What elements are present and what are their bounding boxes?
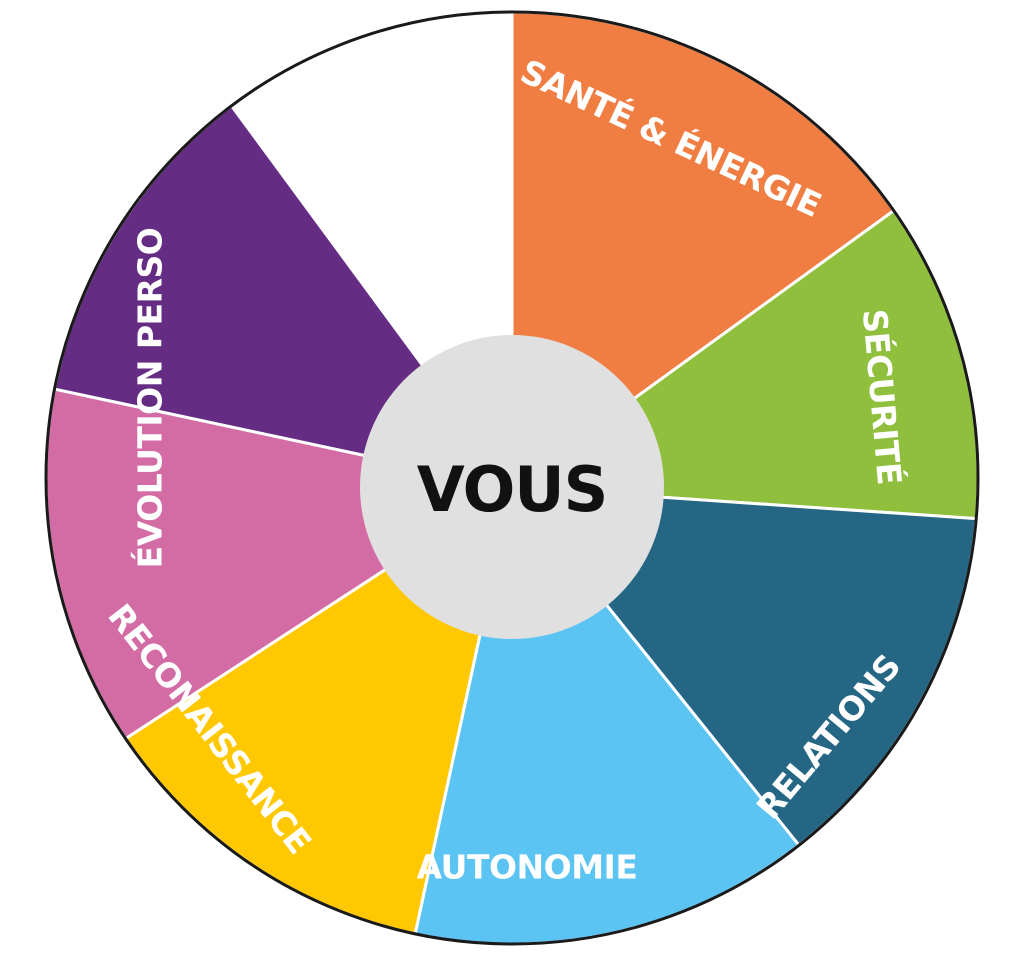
segment-label-autonomie: AUTONOMIE	[417, 848, 638, 887]
segment-label-evolution-perso: ÉVOLUTION PERSO	[130, 228, 170, 569]
center-circle	[360, 335, 664, 639]
segment-label-sens: SENS	[286, 102, 389, 174]
center-label: VOUS	[417, 453, 608, 526]
wheel-outline	[44, 10, 980, 946]
